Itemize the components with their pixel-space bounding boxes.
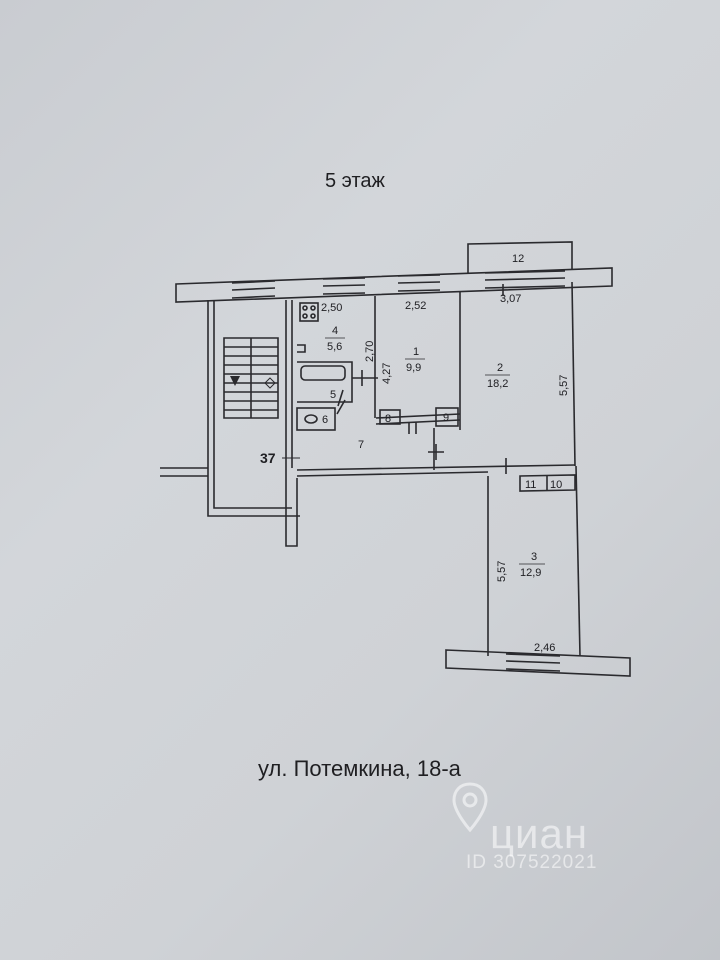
corridor-bottom-wall [296, 464, 576, 471]
stair-steps-right [251, 346, 278, 411]
door-swing [336, 389, 346, 415]
room-4-area: 5,6 [327, 341, 342, 353]
landing-stub [160, 467, 208, 477]
room-4-number: 4 [332, 325, 338, 337]
toilet-room [296, 407, 336, 431]
dim-kitchen-width: 2,50 [321, 302, 342, 314]
closet-8 [379, 409, 401, 425]
window-5 [505, 653, 561, 672]
label-room-5: 5 [330, 389, 336, 401]
top-exterior-wall [175, 267, 613, 303]
label-room-12: 12 [512, 253, 524, 265]
stair-direction-icon [230, 376, 240, 386]
room-2-number: 2 [497, 362, 503, 374]
bathtub [300, 365, 346, 381]
window-2 [322, 277, 366, 295]
watermark-id: ID 307522021 [466, 852, 598, 873]
dim-room1-width: 2,52 [405, 300, 426, 312]
balcony [467, 241, 573, 274]
closets-10-11 [519, 474, 576, 492]
label-room-6: 6 [322, 414, 328, 426]
dim-room2-depth: 5,57 [558, 375, 570, 396]
toilet [304, 414, 318, 424]
door-tick-2 [408, 422, 417, 434]
dim-room1-depth: 4,27 [381, 363, 393, 384]
stairwell-right-wall [285, 300, 298, 547]
stove [299, 302, 319, 322]
watermark-brand: циан [490, 810, 589, 857]
dim-room3-width: 2,46 [534, 642, 555, 654]
label-room-9: 9 [443, 412, 449, 424]
room-1-area: 9,9 [406, 362, 421, 374]
kitchen-sink [297, 344, 306, 353]
room-2-area: 18,2 [487, 378, 508, 390]
stairwell-inner-wall [213, 300, 292, 509]
corridor-bottom-wall-inner [296, 471, 489, 477]
stairwell-wall [207, 300, 300, 517]
door-tick-3 [428, 444, 444, 460]
label-room-11: 11 [525, 479, 536, 491]
floor-title: 5 этаж [325, 170, 385, 192]
bathroom-wall [297, 361, 353, 403]
window-4 [484, 270, 566, 289]
room2-right-wall [571, 281, 576, 467]
diamond-marker-icon [264, 377, 276, 389]
label-room-10: 10 [550, 479, 562, 491]
dim-room3-depth: 5,57 [496, 561, 508, 582]
window-3 [397, 274, 441, 292]
room3-right-wall [575, 465, 581, 657]
label-room-8: 8 [385, 413, 391, 425]
total-area-label: 37 [260, 450, 276, 466]
window-1 [231, 280, 276, 299]
stair-steps-left [224, 346, 251, 411]
address-caption: ул. Потемкина, 18-а [258, 756, 461, 781]
door-tick-1 [352, 370, 378, 386]
label-room-7: 7 [358, 439, 364, 451]
dim-kitchen-depth: 2,70 [364, 341, 376, 362]
room1-bottom-wall [375, 413, 461, 419]
room-3-number: 3 [531, 551, 537, 563]
closet-9 [435, 407, 459, 427]
bottom-exterior-wall [445, 649, 631, 677]
location-pin-icon [452, 782, 488, 833]
room-3-area: 12,9 [520, 567, 541, 579]
room-1-number: 1 [413, 346, 419, 358]
dim-room2-width: 3,07 [500, 293, 521, 305]
